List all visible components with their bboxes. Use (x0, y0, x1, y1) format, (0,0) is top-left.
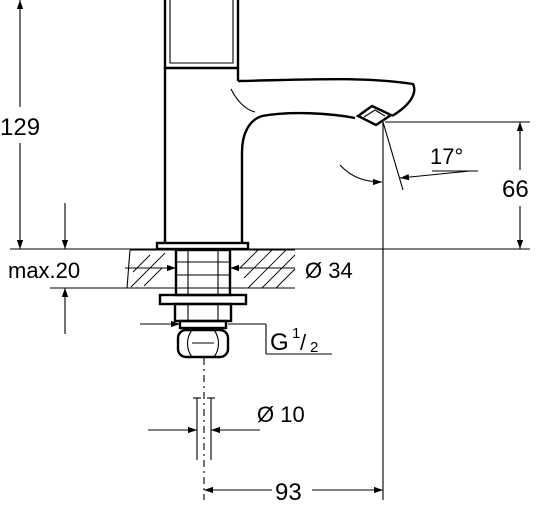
hole-diameter-label: Ø 34 (305, 258, 353, 283)
supply-pipe (193, 358, 215, 500)
dimension-angle: 17° (339, 121, 478, 191)
dimension-spout-height: 66 (248, 121, 539, 250)
height-total-label: 129 (0, 114, 40, 141)
dimension-max-thickness: max.20 (8, 203, 176, 334)
dimension-tail-diameter: Ø 10 (148, 402, 305, 434)
reach-label: 93 (275, 479, 302, 505)
max-thickness-label: max.20 (8, 258, 80, 283)
spout-height-label: 66 (502, 176, 529, 203)
dimension-reach: 93 (204, 122, 384, 505)
thread-label: G (270, 329, 289, 356)
tap-body (163, 0, 416, 243)
tail-diameter-label: Ø 10 (257, 402, 305, 427)
dimension-hole-diameter: Ø 34 (230, 258, 353, 283)
thread-denominator: 2 (310, 339, 318, 356)
thread-numerator: 1 (292, 325, 300, 342)
mounting-assembly (126, 241, 296, 359)
angle-label: 17° (430, 144, 463, 169)
dimension-thread: G 1 / 2 (140, 320, 332, 356)
dimension-height-total: 129 (0, 0, 160, 250)
thread-fraction-slash: / (300, 330, 307, 355)
